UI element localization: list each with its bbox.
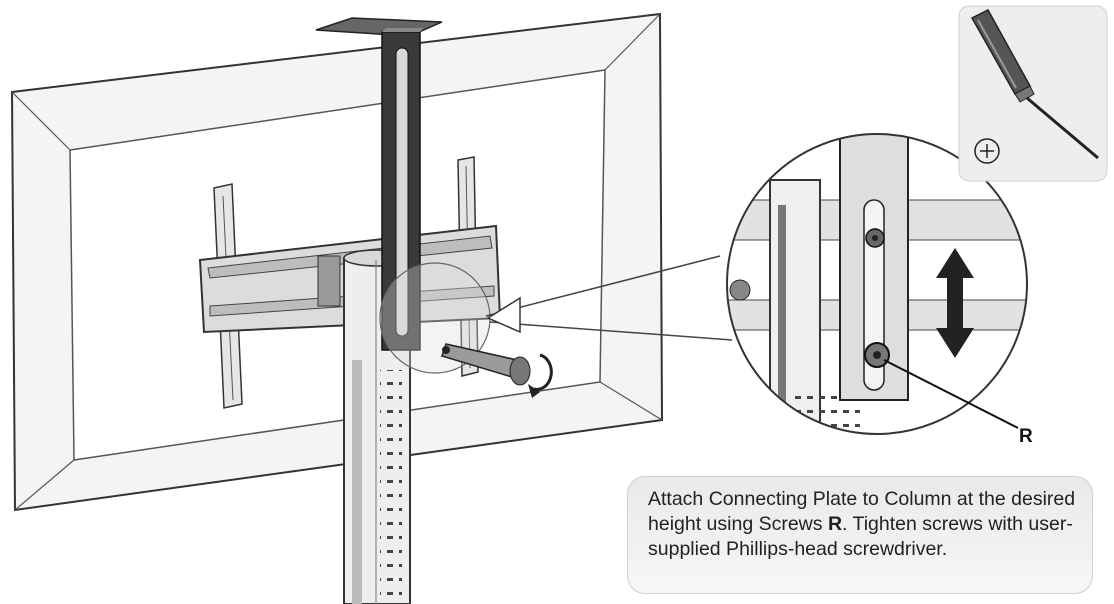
screw-r-icon [441,343,531,386]
phillips-symbol-icon [974,138,1000,164]
instruction-text-part1: Attach Connecting Plate to Column at the… [648,488,1076,535]
callout-label-r: R [1019,426,1033,447]
rotate-arrow-icon [528,353,553,398]
instruction-box: Attach Connecting Plate to Column at the… [627,476,1093,594]
phillips-screwdriver-icon [970,9,1099,160]
zoom-lines [485,255,733,341]
magnified-detail [726,133,1028,435]
height-adjust-arrow-icon [936,248,974,358]
callout-r-leader [883,359,1019,429]
tool-panel [958,5,1108,182]
instruction-text-part2: . Tighten screws with user-supplied Phil… [648,513,1073,560]
instruction-screw-ref: R [827,513,843,535]
connecting-plate [315,17,443,351]
